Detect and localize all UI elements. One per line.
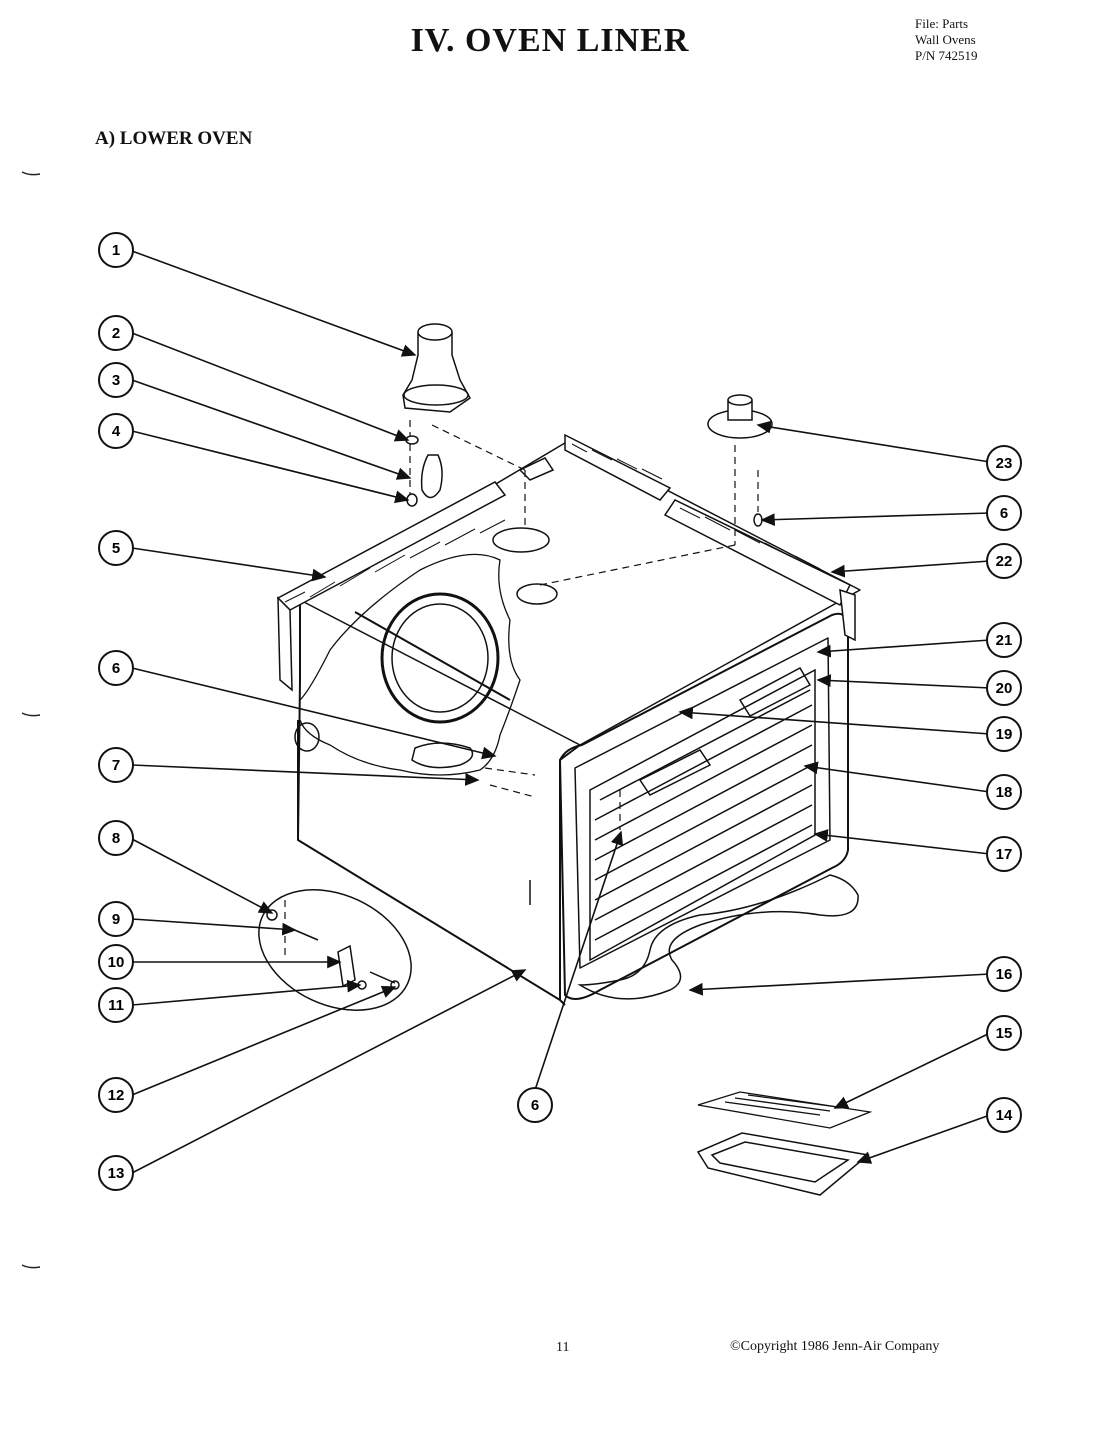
broiler-pan bbox=[696, 1132, 870, 1196]
callout-label: 22 bbox=[996, 553, 1013, 570]
callout-13: 13 bbox=[98, 1155, 134, 1191]
callout-label: 5 bbox=[112, 540, 120, 557]
oven-rack bbox=[589, 666, 816, 962]
trim-strips bbox=[276, 433, 856, 692]
callout-label: 8 bbox=[112, 830, 120, 847]
callout-label: 6 bbox=[531, 1097, 539, 1114]
file-line: Wall Ovens bbox=[915, 32, 976, 47]
callout-label: 21 bbox=[996, 632, 1013, 649]
callout-label: 4 bbox=[112, 423, 121, 440]
callout-15: 15 bbox=[986, 1015, 1022, 1051]
callout-label: 23 bbox=[996, 455, 1013, 472]
callout-label: 12 bbox=[108, 1087, 125, 1104]
callout-label: 2 bbox=[112, 325, 120, 342]
section-label: A) LOWER OVEN bbox=[95, 128, 253, 149]
callout-6-left: 6 bbox=[98, 650, 134, 686]
callout-label: 6 bbox=[112, 660, 120, 677]
top-vent-cap bbox=[707, 394, 773, 439]
callout-5: 5 bbox=[98, 530, 134, 566]
callout-label: 15 bbox=[996, 1025, 1013, 1042]
trim-texture bbox=[284, 443, 821, 603]
hinge-inset bbox=[258, 889, 412, 1011]
callout-10: 10 bbox=[98, 944, 134, 980]
callout-label: 13 bbox=[108, 1165, 125, 1182]
hardware-small bbox=[405, 435, 443, 507]
callout-label: 9 bbox=[112, 911, 120, 928]
file-info: File: Parts Wall Ovens P/N 742519 bbox=[915, 16, 977, 64]
callout-11: 11 bbox=[98, 987, 134, 1023]
callout-4: 4 bbox=[98, 413, 134, 449]
callout-19: 19 bbox=[986, 716, 1022, 752]
copyright-text: ©Copyright 1986 Jenn-Air Company bbox=[730, 1339, 940, 1354]
callout-label: 6 bbox=[1000, 505, 1008, 522]
callout-label: 20 bbox=[996, 680, 1013, 697]
callout-label: 11 bbox=[108, 997, 124, 1014]
callout-17: 17 bbox=[986, 836, 1022, 872]
callout-label: 14 bbox=[996, 1107, 1013, 1124]
callout-21: 21 bbox=[986, 622, 1022, 658]
callout-3: 3 bbox=[98, 362, 134, 398]
leader-lines bbox=[131, 250, 991, 1174]
callout-label: 19 bbox=[996, 726, 1013, 743]
file-line: File: Parts bbox=[915, 16, 969, 31]
page-title: IV. OVEN LINER bbox=[410, 22, 690, 59]
margin-marks bbox=[21, 171, 41, 1269]
top-openings bbox=[492, 457, 558, 605]
callout-label: 18 bbox=[996, 784, 1013, 801]
callout-1: 1 bbox=[98, 232, 134, 268]
callout-22: 22 bbox=[986, 543, 1022, 579]
screw-6-top bbox=[753, 513, 763, 527]
callout-18: 18 bbox=[986, 774, 1022, 810]
callout-23: 23 bbox=[986, 445, 1022, 481]
vent-housing bbox=[402, 323, 471, 413]
assembly-dash-lines bbox=[284, 420, 759, 960]
callout-7: 7 bbox=[98, 747, 134, 783]
callout-12: 12 bbox=[98, 1077, 134, 1113]
callout-label: 3 bbox=[112, 372, 120, 389]
page-number: 11 bbox=[556, 1340, 570, 1355]
callout-label: 17 bbox=[996, 846, 1013, 863]
callout-16: 16 bbox=[986, 956, 1022, 992]
callout-label: 7 bbox=[112, 757, 120, 774]
callout-14: 14 bbox=[986, 1097, 1022, 1133]
callout-label: 1 bbox=[112, 242, 120, 259]
broiler-grid bbox=[697, 1091, 873, 1129]
file-line: P/N 742519 bbox=[915, 48, 978, 63]
oven-liner-body bbox=[277, 439, 861, 1006]
callout-label: 16 bbox=[996, 966, 1013, 983]
bake-element bbox=[577, 874, 859, 1000]
callout-6-bottom: 6 bbox=[517, 1087, 553, 1123]
callout-20: 20 bbox=[986, 670, 1022, 706]
callout-2: 2 bbox=[98, 315, 134, 351]
fan-opening bbox=[354, 592, 511, 724]
callout-6-right: 6 bbox=[986, 495, 1022, 531]
callout-9: 9 bbox=[98, 901, 134, 937]
callout-8: 8 bbox=[98, 820, 134, 856]
callout-label: 10 bbox=[108, 954, 125, 971]
